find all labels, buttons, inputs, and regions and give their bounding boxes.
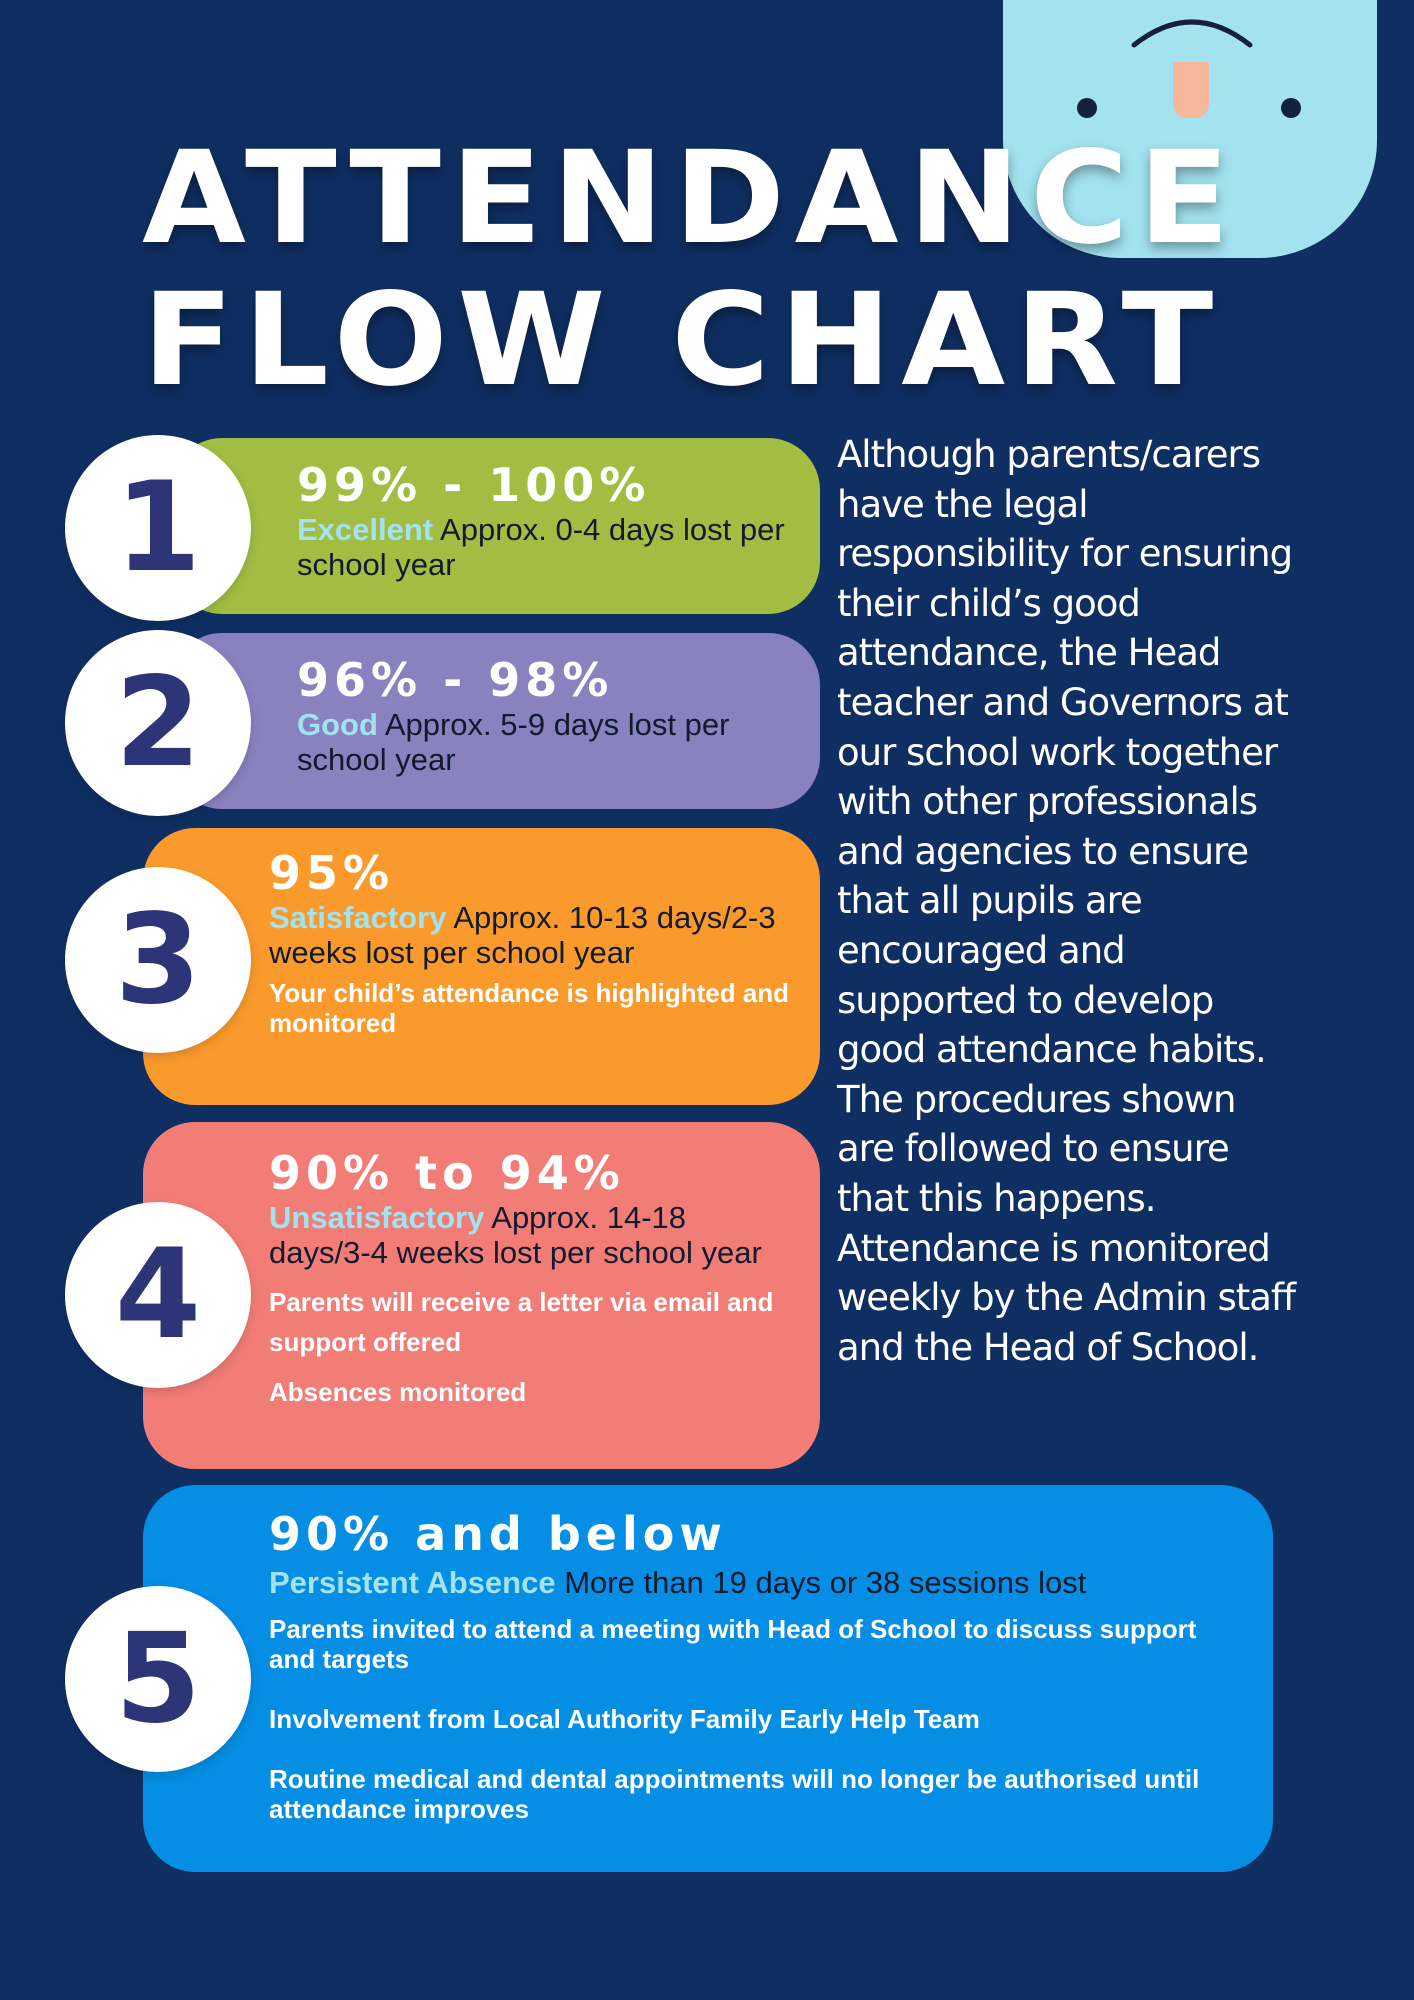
level-3-description: Satisfactory Approx. 10-13 days/2-3 week… bbox=[269, 900, 796, 970]
level-4-description: Unsatisfactory Approx. 14-18 days/3-4 we… bbox=[269, 1200, 796, 1270]
level-5-box: 90% and below Persistent Absence More th… bbox=[143, 1485, 1273, 1872]
level-5-number-badge: 5 bbox=[65, 1586, 251, 1772]
level-3-days-lost: Approx. 10-13 days/2-3 weeks lost per sc… bbox=[269, 900, 776, 970]
level-5-description: Persistent Absence More than 19 days or … bbox=[269, 1565, 1249, 1600]
level-4-note-2: Absences monitored bbox=[269, 1377, 527, 1407]
level-2-description: Good Approx. 5-9 days lost per school ye… bbox=[297, 707, 796, 777]
level-2-number-badge: 2 bbox=[65, 630, 251, 816]
level-3-number-badge: 3 bbox=[65, 867, 251, 1053]
level-1-rating: Excellent bbox=[297, 512, 434, 547]
left-eye-icon bbox=[1077, 98, 1097, 118]
intro-paragraph: Although parents/carers have the legal r… bbox=[837, 433, 1296, 1369]
level-4-range: 90% to 94% bbox=[269, 1146, 625, 1200]
level-5-note-3: Routine medical and dental appointments … bbox=[269, 1764, 1200, 1824]
level-2-box: 96% - 98% Good Approx. 5-9 days lost per… bbox=[170, 633, 820, 809]
level-1-range: 99% - 100% bbox=[297, 458, 651, 512]
level-3-note-1: Your child’s attendance is highlighted a… bbox=[269, 978, 790, 1038]
level-4-box: 90% to 94% Unsatisfactory Approx. 14-18 … bbox=[143, 1122, 820, 1469]
right-eye-icon bbox=[1281, 98, 1301, 118]
tongue-icon bbox=[1173, 62, 1209, 118]
level-5-note-2: Involvement from Local Authority Family … bbox=[269, 1704, 980, 1734]
level-1-number-badge: 1 bbox=[65, 435, 251, 621]
level-5-note-1: Parents invited to attend a meeting with… bbox=[269, 1614, 1197, 1674]
level-4-note-1: Parents will receive a letter via email … bbox=[269, 1287, 774, 1357]
level-1-description: Excellent Approx. 0-4 days lost per scho… bbox=[297, 512, 796, 582]
title-line-2: FLOW CHART bbox=[142, 266, 1223, 415]
level-1-box: 99% - 100% Excellent Approx. 0-4 days lo… bbox=[170, 438, 820, 614]
ghost-face-illustration bbox=[1003, 0, 1377, 258]
title-line-1: ATTENDANCE bbox=[142, 124, 1240, 273]
level-3-range: 95% bbox=[269, 846, 395, 900]
level-2-range: 96% - 98% bbox=[297, 653, 614, 707]
level-4-days-lost: Approx. 14-18 days/3-4 weeks lost per sc… bbox=[269, 1200, 762, 1270]
level-5-days-lost: More than 19 days or 38 sessions lost bbox=[564, 1565, 1087, 1600]
level-2-rating: Good bbox=[297, 707, 378, 742]
level-4-rating: Unsatisfactory bbox=[269, 1200, 485, 1235]
level-3-rating: Satisfactory bbox=[269, 900, 447, 935]
level-3-box: 95% Satisfactory Approx. 10-13 days/2-3 … bbox=[143, 828, 820, 1105]
level-1-days-lost: Approx. 0-4 days lost per school year bbox=[297, 512, 785, 582]
level-2-days-lost: Approx. 5-9 days lost per school year bbox=[297, 707, 730, 777]
page-title: ATTENDANCE FLOW CHART bbox=[142, 128, 1239, 412]
level-5-rating: Persistent Absence bbox=[269, 1565, 556, 1600]
level-4-number-badge: 4 bbox=[65, 1202, 251, 1388]
level-5-range: 90% and below bbox=[269, 1507, 727, 1561]
eyebrow-icon bbox=[1131, 19, 1253, 48]
